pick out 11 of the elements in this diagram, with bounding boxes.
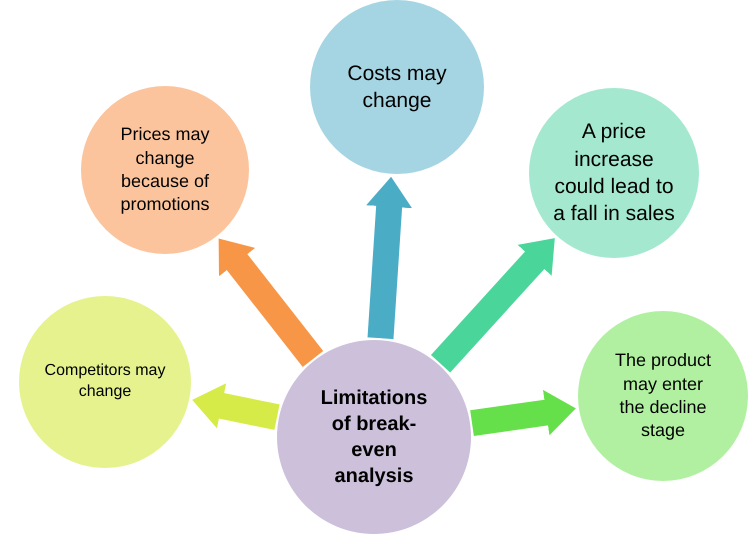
block-arrow xyxy=(470,390,576,436)
circle-text: A price increase could lead to a fall in sales xyxy=(552,119,676,228)
circle-text: Competitors may change xyxy=(44,361,166,402)
circle-text: Costs may change xyxy=(346,60,448,114)
block-arrow xyxy=(218,238,324,368)
block-arrow xyxy=(192,383,280,430)
circle-text: Limitations of break-even analysis xyxy=(320,386,428,489)
circle-text: The product may enter the decline stage xyxy=(614,349,712,442)
circle-text: Prices may change because of promotions xyxy=(119,123,211,216)
block-arrow xyxy=(430,238,555,372)
block-arrow xyxy=(366,176,412,340)
